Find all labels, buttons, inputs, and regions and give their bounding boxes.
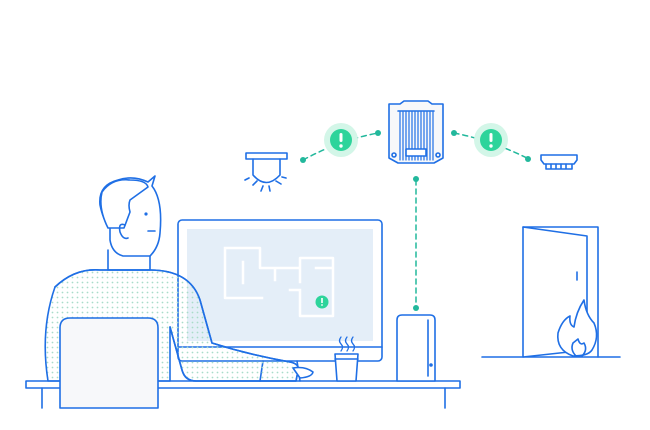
nas-server-icon — [396, 314, 436, 382]
chair — [59, 317, 159, 409]
monitor — [177, 219, 383, 382]
alert-icon — [324, 123, 358, 157]
door-icon — [481, 226, 621, 358]
connection-nodes — [300, 130, 531, 311]
alert-icon — [474, 123, 508, 157]
coffee-cup-icon — [334, 336, 359, 382]
floor-plan — [223, 246, 335, 318]
alert-icon — [315, 295, 329, 309]
camera-icon — [244, 152, 288, 192]
smoke-detector-icon — [540, 154, 578, 170]
alarm-panel-icon — [388, 100, 444, 164]
fire-icon — [556, 299, 598, 357]
